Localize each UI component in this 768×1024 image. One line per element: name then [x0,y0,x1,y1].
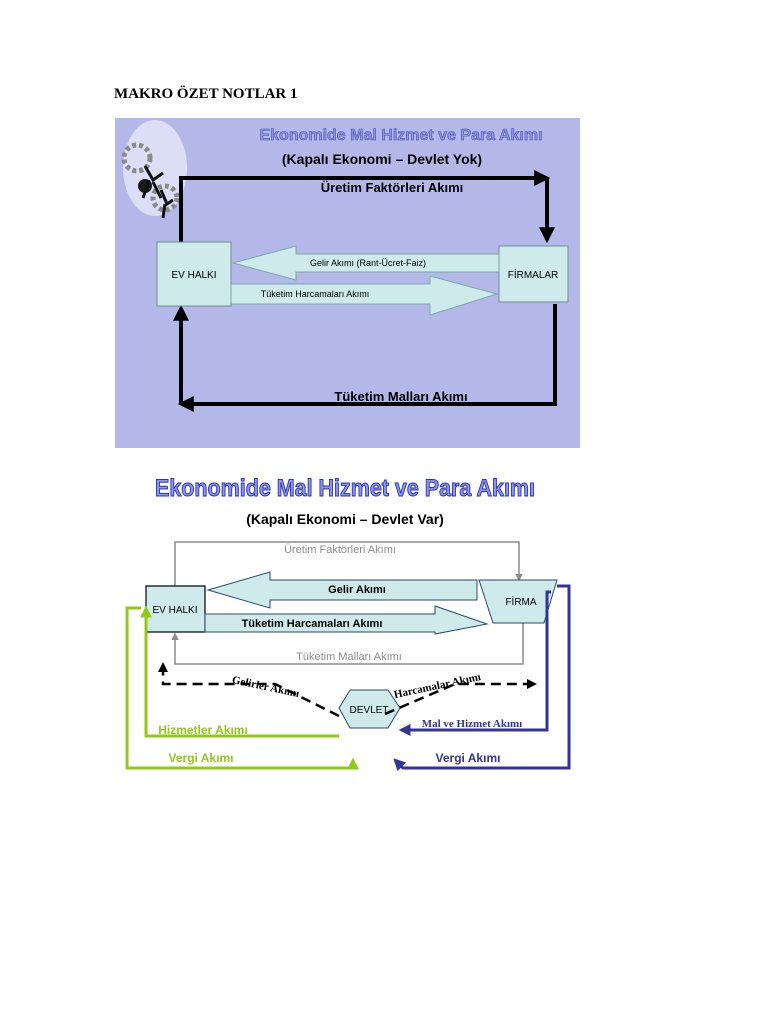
d2-income-flow-label: Gelir Akımı [328,584,386,596]
tax-households-flow-label: Vergi Akımı [169,751,234,765]
d2-income-flow-arrow [206,571,478,609]
diagram2-title: Ekonomide Mal Hizmet ve Para Akımı [155,475,535,502]
d2-firm-node-label: FİRMA [505,595,536,608]
goods-flow-arrow [177,304,557,412]
services-flow-label: Hizmetler Akımı [158,723,248,737]
circular-flow-diagram-with-government: Ekonomide Mal Hizmet ve Para Akımı (Kapa… [125,475,571,772]
d2-goods-flow-arrow [171,623,524,665]
spending-flow-label: Tüketim Harcamaları Akımı [261,289,370,299]
d2-households-node-label: EV HALKI [152,605,197,616]
d2-spending-flow-label: Tüketim Harcamaları Akımı [242,618,383,630]
diagram1-title: Ekonomide Mal Hizmet ve Para Akımı [259,127,542,144]
d2-spending-flow-arrow [204,605,489,635]
firms-node [498,245,569,303]
d2-factor-flow-arrow [174,541,523,586]
diagram2-subtitle: (Kapalı Ekonomi – Devlet Var) [246,511,444,527]
tax-firm-flow-label: Vergi Akımı [436,751,501,765]
services-flow-arrow [140,605,339,738]
spending-flow-arrow [230,275,499,316]
income-flow-label: Gelir Akımı (Rant-Ücret-Faiz) [310,258,426,268]
expenditures-flow-label: Harcamalar Akımı [393,671,482,701]
d2-firm-node [478,579,558,624]
households-node-label: EV HALKI [171,270,216,281]
gears-people-illustration [121,120,187,219]
expenditures-flow-arrow [384,679,537,716]
revenues-flow-label: Gelirler Akımı [231,674,301,700]
income-flow-arrow [231,245,500,281]
d2-households-node [145,585,206,633]
revenues-flow-arrow [158,662,340,718]
factor-flow-label: Üretim Faktörleri Akımı [321,180,464,195]
document-heading: MAKRO ÖZET NOTLAR 1 [114,86,298,102]
circular-flow-diagram-no-government: Ekonomide Mal Hizmet ve Para Akımı (Kapa… [115,118,580,448]
factor-flow-arrow [179,170,551,244]
goods-services-flow-label: Mal ve Hizmet Akımı [422,718,523,730]
d2-factor-flow-label: Üretim Faktörleri Akımı [284,544,396,556]
households-node [156,241,232,307]
goods-flow-label: Tüketim Malları Akımı [334,389,467,404]
firms-node-label: FİRMALAR [508,268,559,281]
diagram1-subtitle: (Kapalı Ekonomi – Devlet Yok) [282,151,482,167]
tax-firm-flow-arrow [393,584,571,772]
tax-households-flow-arrow [125,606,359,770]
goods-services-flow-arrow [398,590,551,736]
d2-goods-flow-label: Tüketim Malları Akımı [296,651,402,663]
d2-government-node-label: DEVLET [350,705,389,716]
